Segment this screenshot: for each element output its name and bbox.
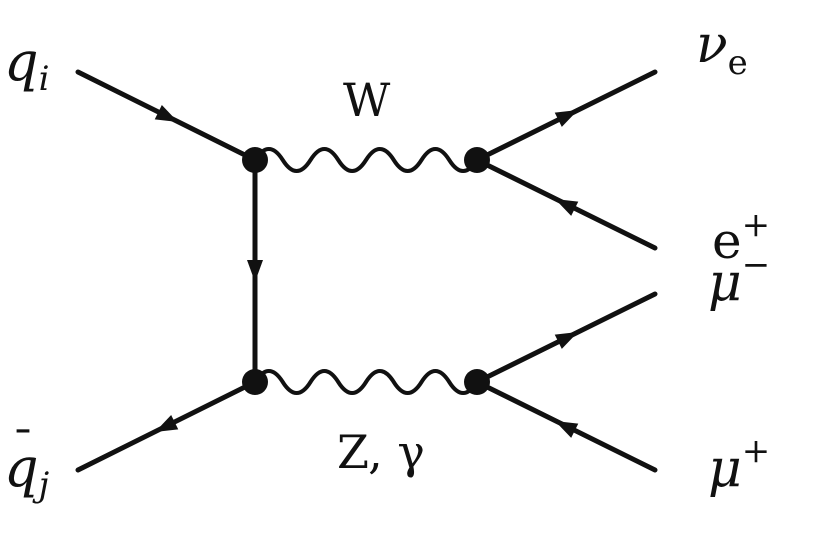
positron-superscript: +: [742, 205, 771, 245]
vertex-top-right: [464, 147, 490, 173]
muon-plus-superscript: +: [742, 431, 771, 471]
neutrino-label: νe: [696, 15, 748, 83]
neutrino-symbol: ν: [696, 15, 728, 75]
vertex-bottom-right: [464, 369, 490, 395]
muon-plus-symbol: μ: [708, 439, 742, 499]
neutrino-arrow-icon: [554, 110, 578, 127]
neutrino-subscript: e: [728, 43, 748, 83]
z-gamma-boson-label: Z, γ: [337, 425, 425, 479]
quark-in-label: qi: [4, 30, 49, 99]
vertex-top-left: [242, 147, 268, 173]
positron-symbol: e: [712, 212, 742, 270]
svg-text:qj: qj: [4, 436, 50, 505]
muon-minus-label: μ−: [708, 245, 770, 313]
quark-in-symbol: q: [4, 30, 39, 93]
quark-in-arrow-icon: [154, 105, 178, 122]
antiquark-in-arrow-icon: [155, 415, 179, 432]
quark-in-subscript: i: [39, 59, 50, 99]
z-gamma-boson-line: [253, 369, 479, 395]
muon-plus-label: μ+: [708, 431, 770, 499]
w-boson-label: W: [343, 73, 391, 127]
muon-plus-arrow-icon: [555, 421, 579, 438]
muon-minus-superscript: −: [742, 245, 771, 285]
antiquark-in-label: ¯ qj: [4, 422, 50, 505]
muon-minus-arrow-icon: [554, 332, 578, 349]
muon-minus-symbol: μ: [708, 253, 742, 313]
vertex-bottom-left: [242, 369, 268, 395]
positron-label: e+: [712, 205, 770, 270]
antiquark-in-symbol: q: [4, 436, 39, 499]
positron-arrow-icon: [555, 199, 579, 216]
exchange-arrow-icon: [247, 260, 263, 282]
w-boson-line: [253, 147, 479, 173]
antiquark-bar: ¯: [12, 422, 34, 473]
